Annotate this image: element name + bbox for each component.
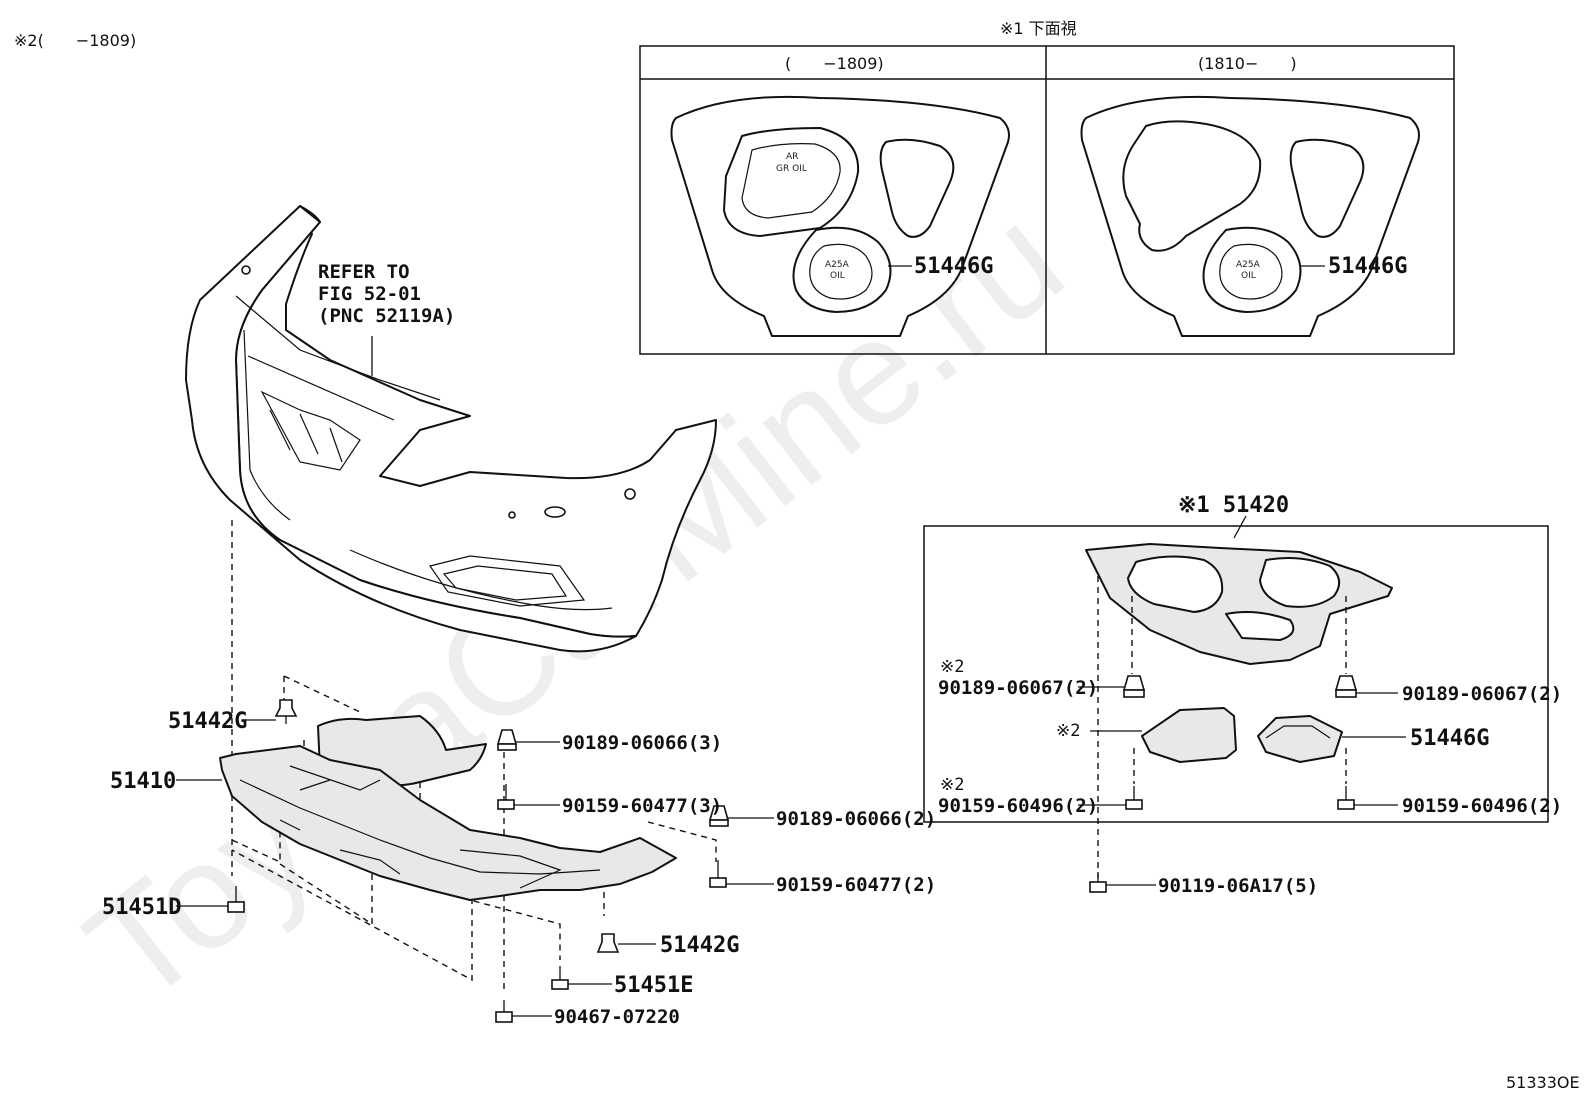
screw-icon bbox=[1125, 786, 1143, 810]
right-assembly-title: ※1 51420 bbox=[1178, 493, 1289, 518]
mark-2-c: ※2 bbox=[940, 775, 964, 795]
note-top-left: ※2( −1809) bbox=[14, 31, 136, 50]
right-assembly: ※1 51420 bbox=[923, 493, 1562, 897]
label-screw-bottom: 90467-07220 bbox=[554, 1006, 680, 1028]
screw-icon bbox=[709, 860, 727, 888]
inset-bottom-view: ※1 下面視 ( −1809) (1810− ) AR GR OIL A25A … bbox=[639, 19, 1455, 355]
bolt-icon bbox=[227, 886, 245, 913]
inset-left-plate: AR GR OIL A25A OIL 51446G bbox=[670, 95, 1010, 337]
bolt-icon bbox=[551, 966, 569, 990]
inset-right-oil-text-2: OIL bbox=[1241, 271, 1256, 281]
inset-left-oil-text-1: A25A bbox=[825, 260, 850, 270]
nut-icon bbox=[1122, 675, 1146, 698]
label-nut-right: 90189-06067(2) bbox=[1402, 683, 1562, 705]
right-assembly-frame bbox=[923, 525, 1549, 823]
mark-2-b: ※2 bbox=[1056, 721, 1080, 741]
nut-icon bbox=[1334, 675, 1358, 698]
clip-icon bbox=[596, 933, 620, 953]
label-nut-left: 90189-06067(2) bbox=[938, 677, 1098, 699]
clip-icon bbox=[274, 699, 298, 724]
bumper-ref-line2: FIG 52-01 bbox=[318, 283, 421, 305]
label-plate-right: 51446G bbox=[1410, 726, 1489, 751]
inset-left-plate-text-1: AR bbox=[786, 152, 798, 162]
label-screw-a: 90159-60477(3) bbox=[562, 795, 722, 817]
inset-left-oil-text-2: OIL bbox=[830, 271, 845, 281]
inset-right-oil-text-1: A25A bbox=[1236, 260, 1261, 270]
label-cover-51410: 51410 bbox=[110, 769, 176, 794]
front-bumper: REFER TO FIG 52-01 (PNC 52119A) bbox=[185, 205, 717, 653]
label-clip-bottom: 51442G bbox=[660, 933, 739, 958]
inset-right-plate: A25A OIL 51446G bbox=[1080, 95, 1420, 337]
label-bolt-bottom-right: 90119-06A17(5) bbox=[1158, 875, 1318, 897]
label-bolt-left: 51451D bbox=[102, 895, 181, 920]
inset-col-right: (1810− ) bbox=[1198, 54, 1297, 73]
figure-code: 51333OE bbox=[1506, 1073, 1580, 1092]
bumper-ref-line3: (PNC 52119A) bbox=[318, 305, 455, 327]
nut-icon bbox=[496, 729, 518, 751]
screw-icon bbox=[1337, 786, 1355, 810]
label-nut-a: 90189-06066(3) bbox=[562, 732, 722, 754]
nut-icon bbox=[708, 805, 730, 827]
inset-right-part-label: 51446G bbox=[1328, 254, 1407, 279]
label-clip-top: 51442G bbox=[168, 709, 247, 734]
mark-2-a: ※2 bbox=[940, 657, 964, 677]
label-screw-left: 90159-60496(2) bbox=[938, 795, 1098, 817]
screw-icon bbox=[495, 1000, 513, 1023]
screw-icon bbox=[497, 784, 515, 810]
left-undercover-assembly: 51442G 51410 90189-06066(3) 90159-60477(… bbox=[102, 520, 936, 1028]
bumper-ref-line1: REFER TO bbox=[318, 261, 410, 283]
label-nut-b: 90189-06066(2) bbox=[776, 808, 936, 830]
label-screw-right: 90159-60496(2) bbox=[1402, 795, 1562, 817]
bolt-icon bbox=[1089, 872, 1107, 893]
inset-col-left: ( −1809) bbox=[785, 54, 884, 73]
label-bolt-bottom: 51451E bbox=[614, 973, 693, 998]
inset-left-plate-text-2: GR OIL bbox=[776, 164, 807, 174]
inset-left-part-label: 51446G bbox=[914, 254, 993, 279]
label-screw-b: 90159-60477(2) bbox=[776, 874, 936, 896]
inset-title: ※1 下面視 bbox=[1000, 19, 1077, 38]
inset-frame bbox=[639, 45, 1455, 355]
